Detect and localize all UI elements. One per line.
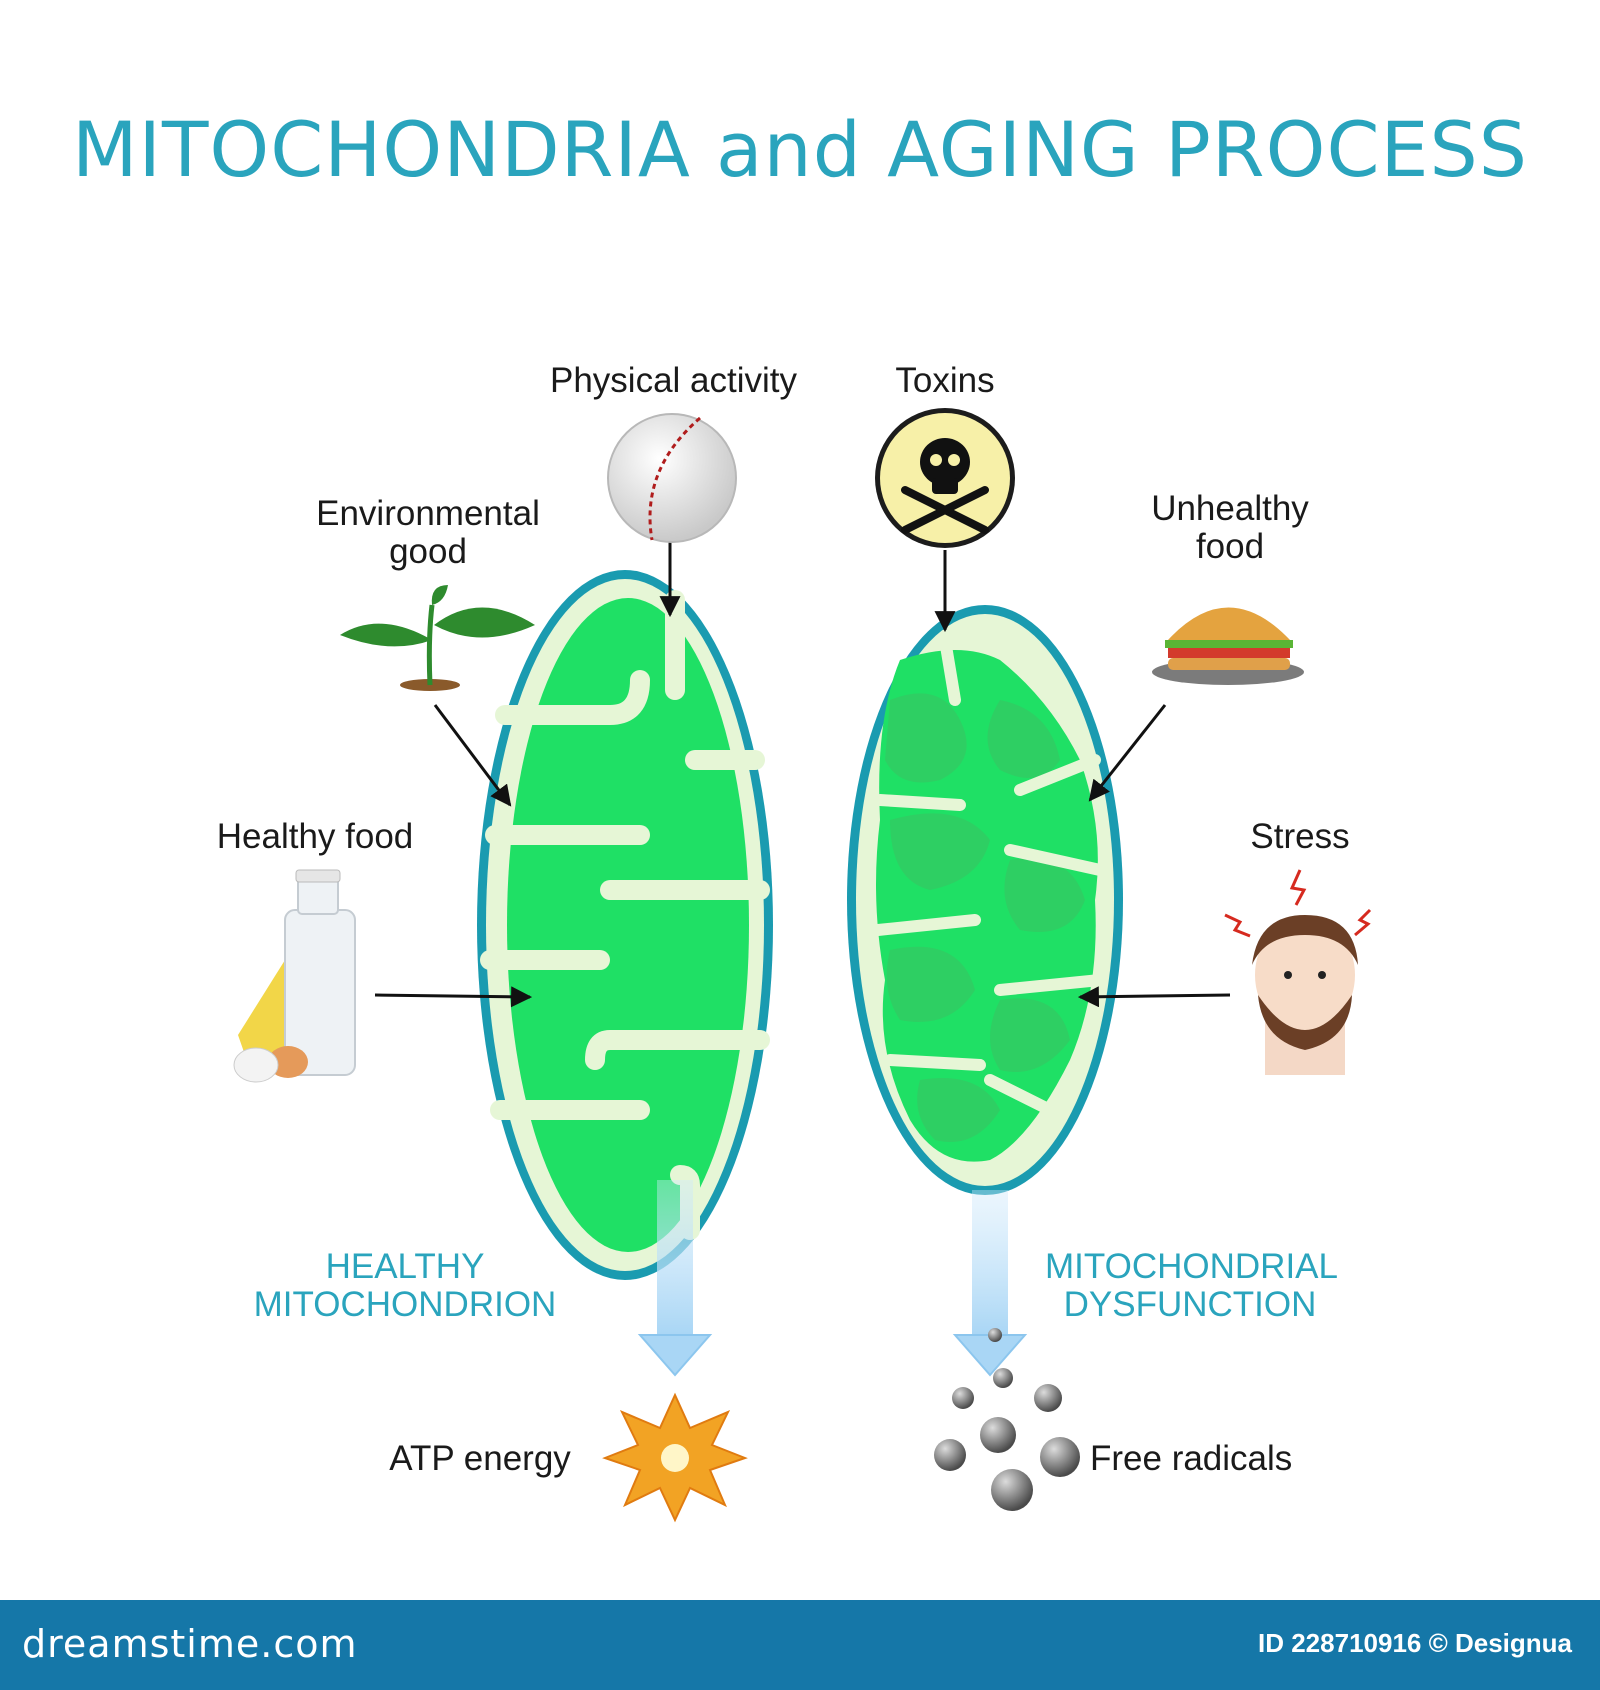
footer-credit: ID 228710916 © Designua bbox=[1258, 1628, 1572, 1658]
skull-crossbones-icon bbox=[875, 408, 1015, 548]
dysfunctional-mitochondrion bbox=[847, 605, 1123, 1195]
label-environmental-good: Environmental good bbox=[308, 495, 548, 571]
healthy-mitochondrion bbox=[477, 570, 773, 1280]
label-dysfunction-line1: MITOCHONDRIAL bbox=[1045, 1247, 1338, 1286]
atp-energy-star-icon bbox=[602, 1392, 748, 1523]
mitochondria-diagram bbox=[233, 408, 1372, 1523]
label-free-radicals: Free radicals bbox=[1090, 1439, 1293, 1478]
label-environmental-line2: good bbox=[389, 532, 467, 571]
label-healthy-food: Healthy food bbox=[216, 817, 414, 856]
label-healthy-mitochondrion: HEALTHY MITOCHONDRION bbox=[245, 1248, 565, 1324]
sprout-plant-icon bbox=[340, 585, 535, 691]
label-mitochondrial-dysfunction: MITOCHONDRIAL DYSFUNCTION bbox=[1045, 1247, 1338, 1324]
label-unhealthy-food: Unhealthy food bbox=[1130, 490, 1330, 566]
arrow-unhealthy-food bbox=[1088, 704, 1167, 802]
healthy-output-arrow bbox=[637, 1180, 713, 1377]
label-unhealthy-line2: food bbox=[1195, 527, 1265, 566]
label-dysfunction-line2: DYSFUNCTION bbox=[1063, 1285, 1317, 1324]
label-unhealthy-line1: Unhealthy bbox=[1151, 489, 1309, 528]
stressed-face-icon bbox=[1224, 869, 1372, 1075]
burger-icon bbox=[1152, 607, 1304, 685]
label-healthy-line1: HEALTHY bbox=[325, 1247, 485, 1286]
footer-brand[interactable]: dreamstime.com bbox=[22, 1622, 358, 1666]
label-atp-energy: ATP energy bbox=[389, 1439, 571, 1478]
label-environmental-line1: Environmental bbox=[316, 494, 540, 533]
footer-bar: dreamstime.com ID 228710916 © Designua bbox=[0, 1600, 1600, 1690]
label-toxins: Toxins bbox=[895, 361, 995, 400]
influence-arrows bbox=[374, 540, 1231, 1008]
label-physical-activity: Physical activity bbox=[550, 361, 798, 400]
milk-cheese-egg-icon bbox=[233, 869, 356, 1083]
arrow-healthy-food bbox=[374, 986, 533, 1008]
arrow-stress bbox=[1077, 986, 1231, 1008]
arrow-environmental-good bbox=[433, 704, 512, 807]
diagram-title: MITOCHONDRIA and AGING PROCESS bbox=[71, 105, 1529, 194]
label-stress: Stress bbox=[1250, 817, 1350, 856]
dysfunction-output-arrow bbox=[952, 1190, 1028, 1377]
free-radicals-icon bbox=[934, 1328, 1080, 1511]
label-healthy-line2: MITOCHONDRION bbox=[253, 1285, 557, 1324]
baseball-icon bbox=[607, 413, 737, 543]
